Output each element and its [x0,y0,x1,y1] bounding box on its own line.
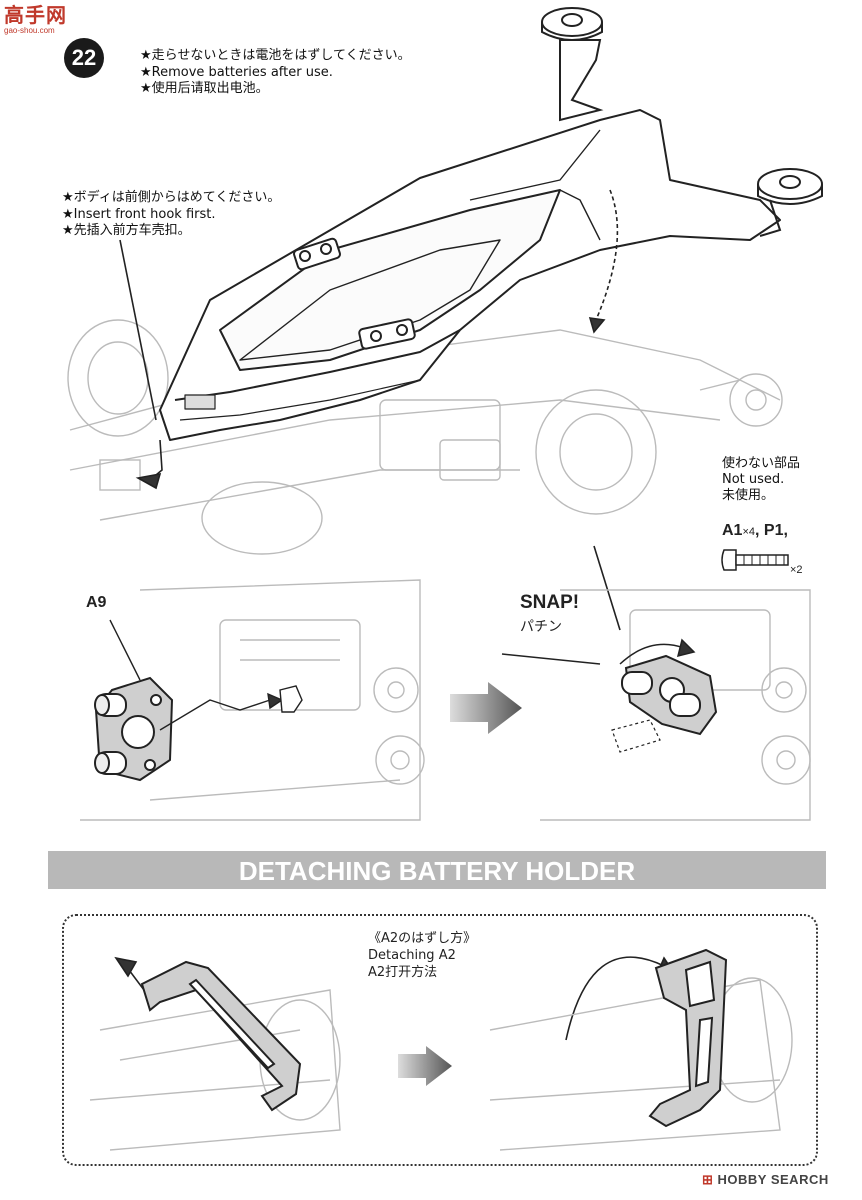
car-body [159,109,781,441]
detach-note-en: Detaching A2 [368,948,456,963]
detach-note-cn: A2打开方法 [368,965,438,980]
detach-panel [62,914,818,1166]
unused-cn: 未使用。 [722,488,775,503]
part-a1-qty: ×4 [742,526,755,538]
unused-parts-note: 使わない部品 Not used. 未使用。 [722,456,800,504]
rear-roller [541,7,823,237]
part-a9-installed [611,654,718,753]
screw-icon [721,549,789,571]
front-hook-note: ★ボディは前側からはめてください。 ★Insert front hook fir… [62,190,280,240]
part-a2-attached [140,960,302,1112]
battery-note-cn: ★使用后请取出电池。 [140,81,269,96]
front-hook-note-en: ★Insert front hook first. [62,206,216,222]
part-p1-label: , P1, [755,522,788,539]
detach-note: 《A2のはずし方》 Detaching A2 A2打开方法 [368,930,476,981]
assembly-arrows [119,189,621,631]
snap-leaders [501,638,696,665]
snap-label: SNAP! [520,592,580,613]
chassis-sketch [67,319,783,555]
battery-note-jp: ★走らせないときは電池をはずしてください。 [140,48,411,63]
part-a9-label: A9 [86,594,107,611]
part-a2-opened [648,948,728,1128]
front-hook-note-cn: ★先插入前方车壳扣。 [62,223,191,238]
brand-icon: ⊞ [702,1172,718,1187]
brand-text: HOBBY SEARCH [717,1172,829,1187]
battery-note: ★走らせないときは電池をはずしてください。 ★Remove batteries … [140,48,411,98]
front-hook-note-jp: ★ボディは前側からはめてください。 [62,190,281,205]
next-step-arrow [450,682,522,734]
screw-qty: ×2 [790,564,803,576]
unused-parts-list: A1×4, P1, [722,522,788,540]
watermark-main: 高手网 [4,3,67,27]
battery-note-en: ★Remove batteries after use. [140,64,333,80]
part-a9 [94,676,174,782]
a9-leaders [109,619,303,731]
step-number: 22 [64,38,104,78]
unused-jp: 使わない部品 [722,456,801,471]
watermark-url: gao-shou.com [4,26,55,35]
footer-brand: ⊞ HOBBY SEARCH [702,1172,829,1188]
detach-note-jp: 《A2のはずし方》 [368,931,477,946]
part-a1-label: A1 [722,522,743,539]
detail-left-sketch [80,579,425,821]
watermark-logo: 高手网 gao-shou.com [4,4,74,40]
snap-label-jp: パチン [520,619,562,635]
section-banner: DETACHING BATTERY HOLDER [48,851,826,889]
unused-en: Not used. [722,472,785,487]
